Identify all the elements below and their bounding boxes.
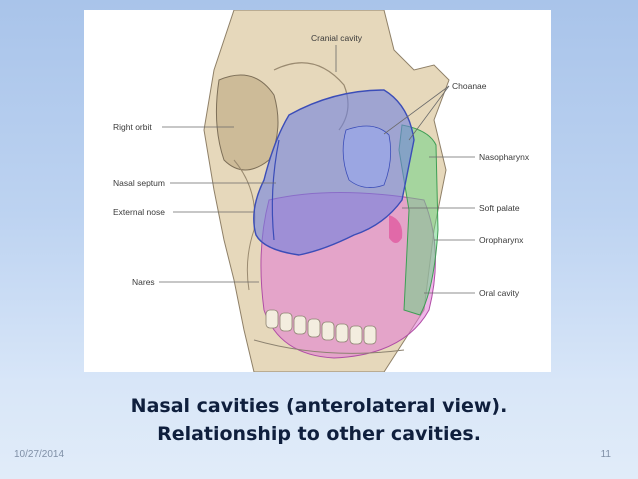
anatomy-illustration: Right orbit Nasal septum External nose N… xyxy=(113,10,530,372)
caption-line-1: Nasal cavities (anterolateral view). xyxy=(130,395,508,417)
caption-line-2: Relationship to other cavities. xyxy=(157,423,481,445)
soft-palate-shape xyxy=(389,215,403,243)
label-nasal-septum: Nasal septum xyxy=(113,178,165,188)
leader-choanae-a xyxy=(383,85,450,135)
leader-choanae-b xyxy=(408,85,450,141)
slide-date: 10/27/2014 xyxy=(14,449,65,460)
label-choanae: Choanae xyxy=(452,81,487,91)
cheek-bone xyxy=(233,159,256,291)
pharynx-shape xyxy=(398,124,439,316)
anatomy-figure: Right orbit Nasal septum External nose N… xyxy=(84,10,551,372)
label-right-orbit: Right orbit xyxy=(113,122,152,132)
orbit-region xyxy=(215,74,279,171)
slide-caption: Nasal cavities (anterolateral view). Rel… xyxy=(60,392,578,448)
slide-page-number: 11 xyxy=(600,449,611,460)
label-cranial-cavity: Cranial cavity xyxy=(311,33,363,43)
label-oral-cavity: Oral cavity xyxy=(479,288,520,298)
label-external-nose: External nose xyxy=(113,207,165,217)
label-oropharynx: Oropharynx xyxy=(479,235,524,245)
teeth xyxy=(265,309,377,345)
label-nares: Nares xyxy=(132,277,155,287)
lower-jaw-line xyxy=(253,339,405,354)
nasal-septum-line xyxy=(271,139,280,241)
label-soft-palate: Soft palate xyxy=(479,203,520,213)
label-nasopharynx: Nasopharynx xyxy=(479,152,530,162)
choana-opening xyxy=(342,125,392,188)
